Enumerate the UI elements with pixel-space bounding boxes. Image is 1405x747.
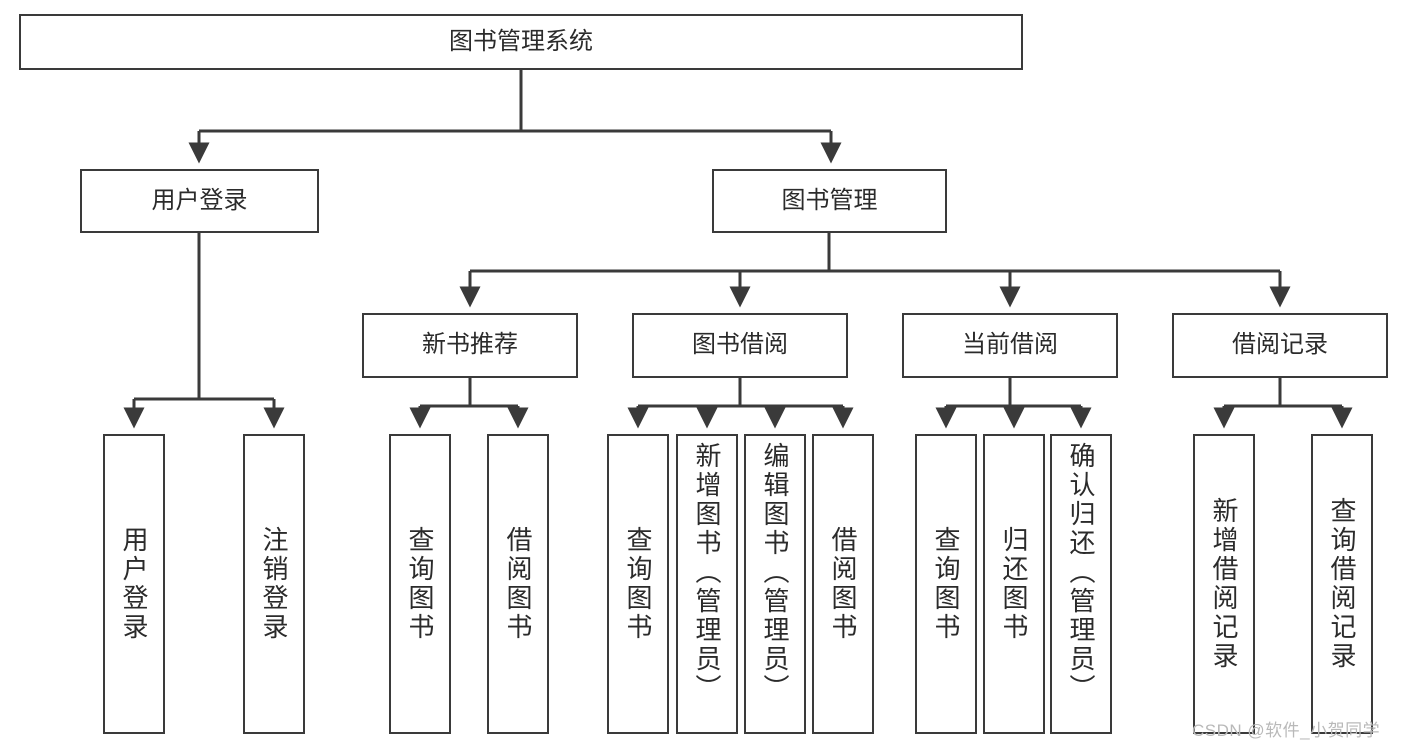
edge-borrow-record-to-leaves [1213,378,1353,429]
node-leaf-query-book-3-label: 查询图书 [931,526,961,642]
node-borrow-record[interactable]: 借阅记录 [1172,313,1388,378]
node-leaf-user-logout-label: 注销登录 [259,526,289,642]
node-leaf-user-login[interactable]: 用户登录 [103,434,165,734]
node-borrow-record-label: 借阅记录 [1232,331,1328,359]
node-leaf-borrow-book-2[interactable]: 借阅图书 [812,434,874,734]
node-root-label: 图书管理系统 [449,27,593,55]
node-book-management[interactable]: 图书管理 [712,169,947,233]
node-leaf-return-book[interactable]: 归还图书 [983,434,1045,734]
node-user-login-label: 用户登录 [151,186,248,214]
node-root[interactable]: 图书管理系统 [19,14,1023,70]
node-leaf-borrow-book-2-label: 借阅图书 [828,526,858,642]
edge-book-management-to-level3 [459,233,1291,308]
node-book-borrow-label: 图书借阅 [692,331,788,359]
node-leaf-return-book-label: 归还图书 [999,526,1029,642]
node-leaf-query-book-2-label: 查询图书 [623,526,653,642]
node-leaf-query-book-1-label: 查询图书 [405,526,435,642]
node-leaf-user-login-label: 用户登录 [119,526,149,642]
node-current-borrow[interactable]: 当前借阅 [902,313,1118,378]
node-leaf-add-record[interactable]: 新增借阅记录 [1193,434,1255,734]
node-leaf-borrow-book-1[interactable]: 借阅图书 [487,434,549,734]
node-leaf-query-book-3[interactable]: 查询图书 [915,434,977,734]
edge-current-borrow-to-leaves [935,378,1092,429]
node-leaf-query-book-2[interactable]: 查询图书 [607,434,669,734]
watermark-text: CSDN @软件_小贺同学 [1192,721,1381,740]
node-leaf-add-record-label: 新增借阅记录 [1209,497,1239,671]
node-leaf-query-record[interactable]: 查询借阅记录 [1311,434,1373,734]
node-leaf-query-book-1[interactable]: 查询图书 [389,434,451,734]
node-leaf-add-book[interactable]: 新增图书（管理员） [676,434,738,734]
node-leaf-edit-book-label: 编辑图书（管理员） [760,442,790,703]
node-new-book-recommend-label: 新书推荐 [422,331,518,359]
node-user-login[interactable]: 用户登录 [80,169,319,233]
node-leaf-confirm-return[interactable]: 确认归还（管理员） [1050,434,1112,734]
node-book-borrow[interactable]: 图书借阅 [632,313,848,378]
node-current-borrow-label: 当前借阅 [962,331,1058,359]
edge-book-borrow-to-leaves [627,378,854,429]
node-leaf-user-logout[interactable]: 注销登录 [243,434,305,734]
edge-user-login-to-leaves [123,233,285,429]
node-new-book-recommend[interactable]: 新书推荐 [362,313,578,378]
node-leaf-edit-book[interactable]: 编辑图书（管理员） [744,434,806,734]
edge-root-to-level2 [188,70,842,164]
node-book-management-label: 图书管理 [781,186,878,214]
node-leaf-query-record-label: 查询借阅记录 [1327,497,1357,671]
node-leaf-confirm-return-label: 确认归还（管理员） [1066,442,1096,703]
node-leaf-add-book-label: 新增图书（管理员） [692,442,722,703]
node-leaf-borrow-book-1-label: 借阅图书 [503,526,533,642]
edge-new-book-recommend-to-leaves [409,378,529,429]
